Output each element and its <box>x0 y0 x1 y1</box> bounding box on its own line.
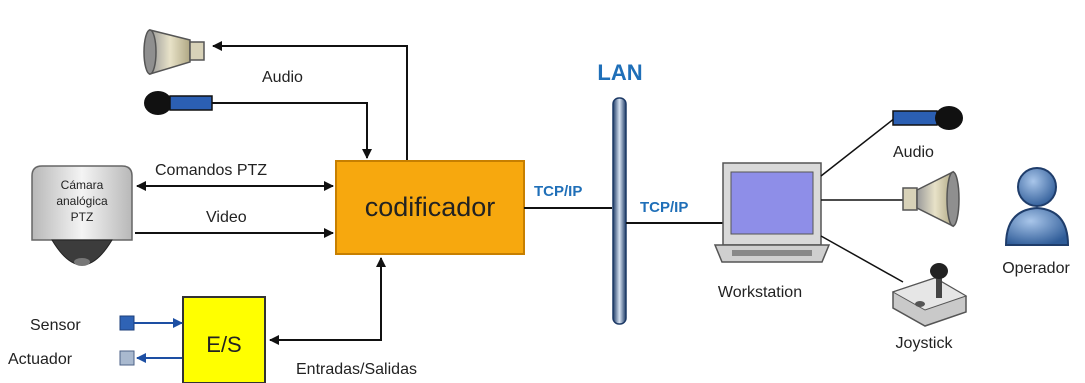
io-link-label: Entradas/Salidas <box>296 361 417 378</box>
camera-label-line1: Cámara <box>61 178 104 192</box>
encoder-label: codificador <box>365 192 496 222</box>
ptz-commands-label: Comandos PTZ <box>155 162 267 179</box>
camera-label-line3: PTZ <box>71 210 94 224</box>
actuator-label: Actuador <box>8 351 73 368</box>
microphone-icon <box>144 91 213 115</box>
ptz-camera-icon <box>31 165 133 266</box>
workstation-mic-line <box>820 117 896 177</box>
lan-label: LAN <box>597 60 642 85</box>
microphone-icon <box>892 106 963 130</box>
speaker-icon <box>902 170 960 228</box>
camera-label-line2: analógica <box>56 194 108 208</box>
io-box <box>182 296 266 383</box>
joystick-label: Joystick <box>896 335 954 352</box>
operator-label: Operador <box>1002 260 1070 277</box>
actuator-icon <box>119 350 135 366</box>
workstation-joystick-line <box>820 235 904 283</box>
audio-in-line <box>212 102 372 159</box>
workstation-label: Workstation <box>718 284 802 301</box>
tcp-ip-right-label: TCP/IP <box>640 199 688 216</box>
sensor-label: Sensor <box>30 317 81 334</box>
audio-link-label: Audio <box>262 69 303 86</box>
io-line <box>269 257 386 345</box>
speaker-icon <box>143 29 205 76</box>
workstation-audio-label: Audio <box>893 144 934 161</box>
io-label: E/S <box>206 332 241 357</box>
lan-bus <box>612 97 627 325</box>
tcp-ip-left-label: TCP/IP <box>534 183 582 200</box>
video-label: Video <box>206 209 247 226</box>
workstation-icon <box>713 162 831 263</box>
operator-icon <box>1004 167 1070 246</box>
joystick-icon <box>891 263 968 327</box>
sensor-icon <box>119 315 135 331</box>
audio-out-line <box>212 41 408 160</box>
